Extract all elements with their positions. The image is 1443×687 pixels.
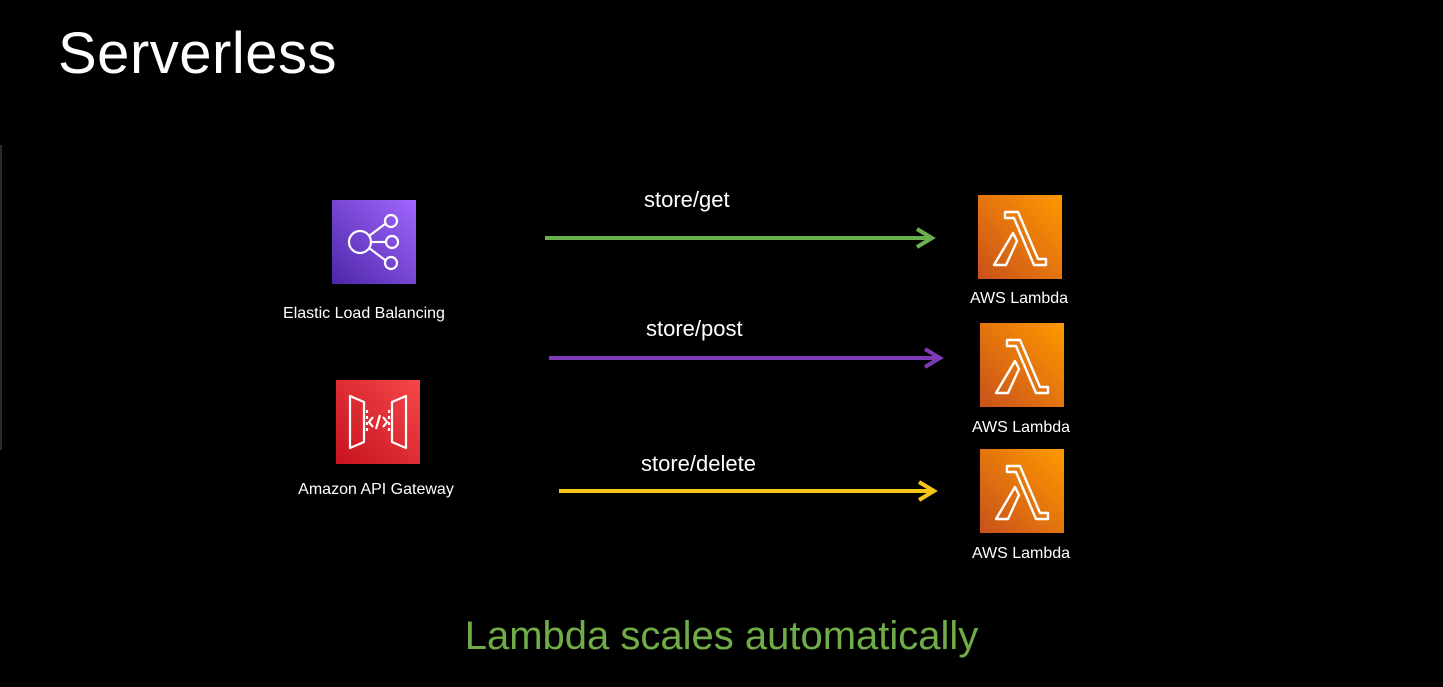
aws-lambda-icon [980,449,1064,533]
aws-lambda-icon [978,195,1062,279]
slide-subtitle: Lambda scales automatically [464,614,979,658]
elastic-load-balancing-label: Elastic Load Balancing [283,305,445,322]
slide-title: Serverless [58,21,337,86]
aws-lambda-label-3: AWS Lambda [971,545,1071,562]
arrow-delete [559,480,938,502]
api-gateway-icon [336,380,420,464]
route-label-get: store/get [644,187,730,212]
aws-lambda-label-1: AWS Lambda [969,290,1069,307]
api-gateway-label: Amazon API Gateway [298,481,454,498]
aws-lambda-icon [980,323,1064,407]
aws-lambda-label-2: AWS Lambda [971,419,1071,436]
arrow-post [549,347,944,369]
elastic-load-balancing-icon [332,200,416,284]
slide-edge-divider [0,145,2,450]
route-label-post: store/post [646,316,743,341]
arrow-get [545,227,936,249]
route-label-delete: store/delete [641,451,756,476]
